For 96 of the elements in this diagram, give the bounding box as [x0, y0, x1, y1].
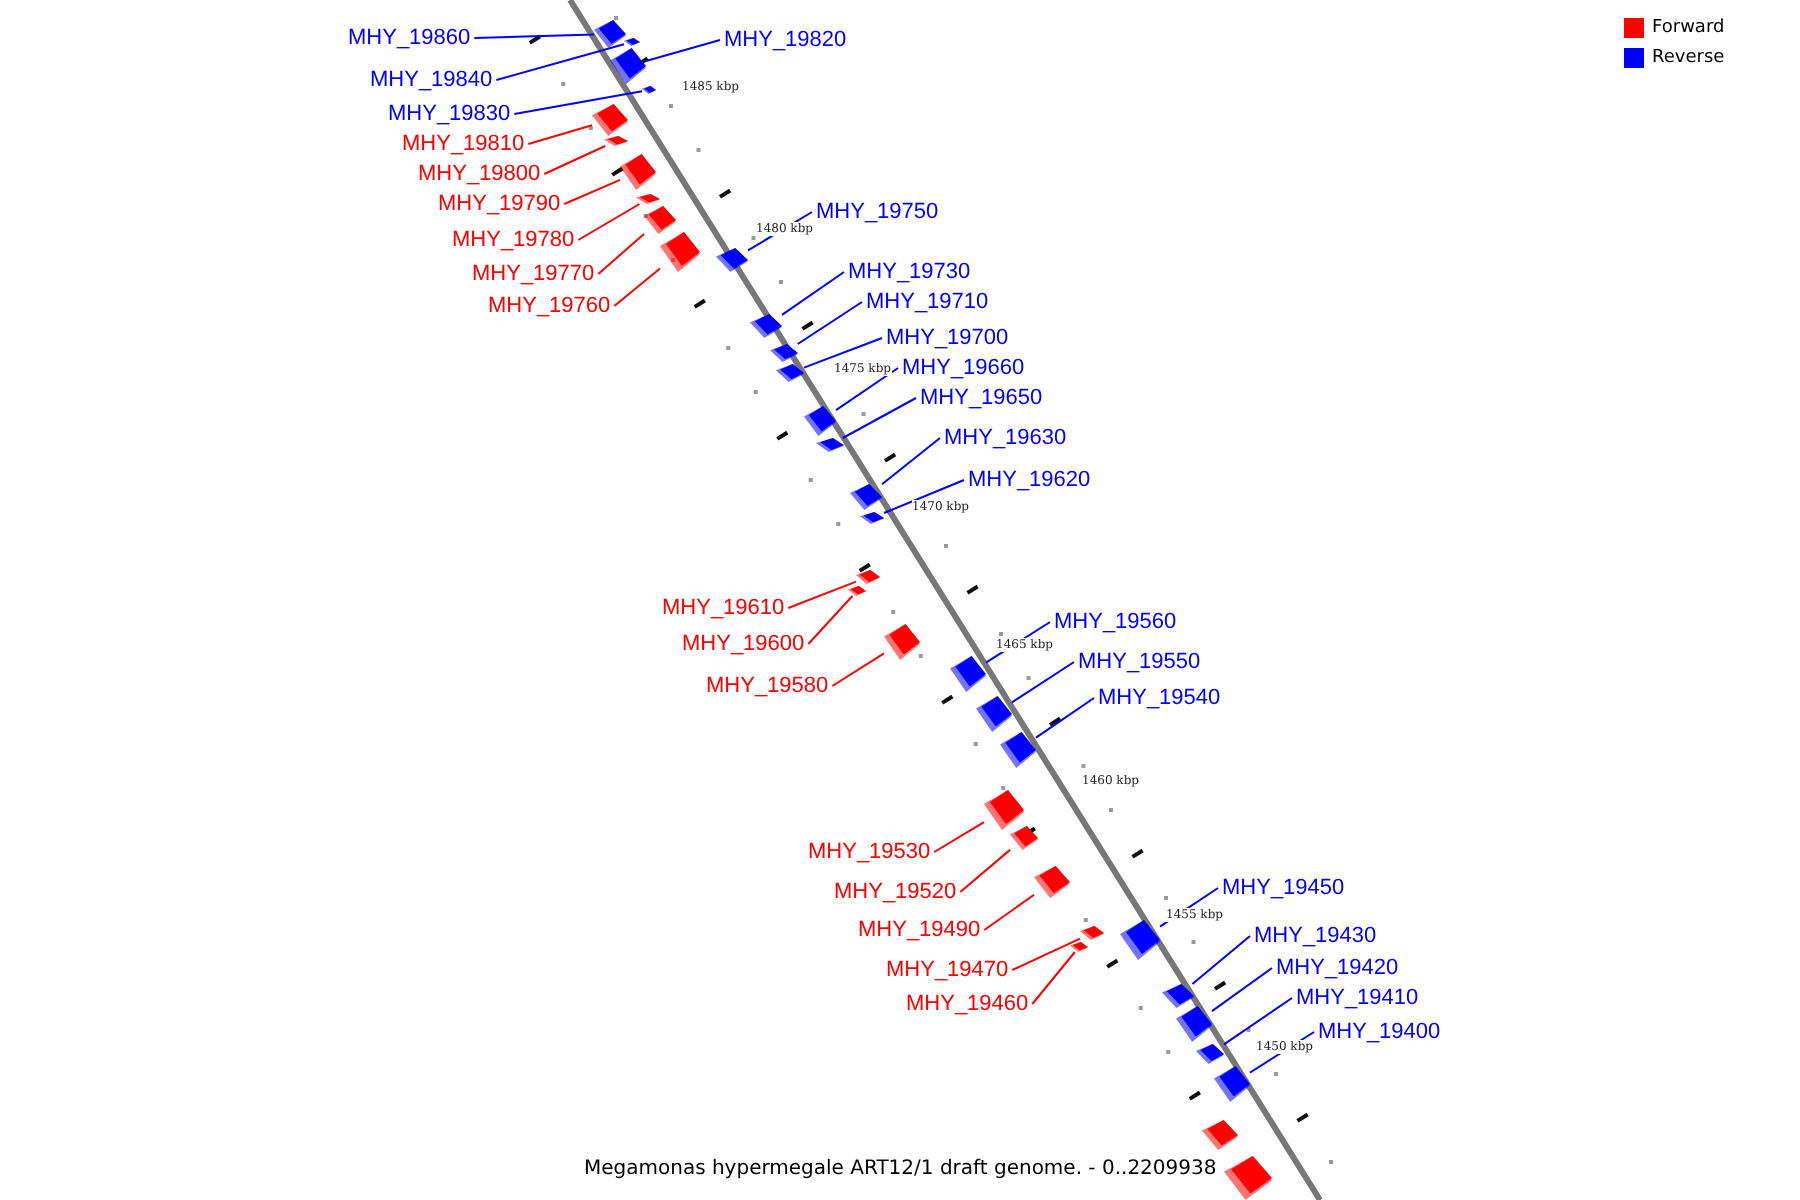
gene-block — [816, 438, 844, 452]
gene-label: MHY_19630 — [944, 424, 1067, 452]
gene-label: MHY_19430 — [1254, 922, 1377, 950]
gene-block — [604, 136, 628, 146]
leader-line — [1011, 937, 1081, 971]
gene-block — [750, 314, 782, 338]
leader-line — [787, 580, 857, 609]
leader-line — [527, 124, 593, 145]
legend-label: Forward — [1652, 16, 1725, 40]
leader-line — [781, 271, 845, 316]
gene-block — [642, 86, 656, 94]
leader-line — [835, 367, 899, 412]
gene-label: MHY_19460 — [906, 990, 1029, 1018]
gene-block — [1214, 1066, 1250, 1102]
gene-label: MHY_19550 — [1078, 648, 1201, 676]
leader-line — [495, 43, 625, 81]
gene-label: MHY_19840 — [370, 66, 493, 94]
gene-label: MHY_19600 — [682, 630, 805, 658]
gene-label: MHY_19790 — [438, 190, 561, 218]
gene-label: MHY_19700 — [886, 324, 1009, 352]
gene-label: MHY_19400 — [1318, 1018, 1441, 1046]
gene-block — [1034, 866, 1070, 898]
gene-label: MHY_19650 — [920, 384, 1043, 412]
caption: Megamonas hypermegale ART12/1 draft genome. - 0..2209938 — [584, 1156, 1217, 1184]
gene-label: MHY_19420 — [1276, 954, 1399, 982]
gene-block — [950, 656, 986, 692]
gene-block — [1070, 942, 1088, 952]
leader-line — [563, 178, 621, 205]
gene-block — [848, 586, 866, 596]
leader-line — [1035, 697, 1095, 739]
gene-block — [620, 154, 656, 190]
gene-label: MHY_19530 — [808, 838, 931, 866]
gene-label: MHY_19730 — [848, 258, 971, 286]
leader-line — [831, 652, 885, 687]
gene-label: MHY_19800 — [418, 160, 541, 188]
leader-line — [881, 437, 941, 486]
legend-label: Reverse — [1652, 46, 1725, 70]
gene-block — [1162, 984, 1194, 1008]
leader-line — [543, 145, 607, 175]
gene-block — [1120, 920, 1160, 960]
gene-block — [976, 696, 1012, 732]
leader-line — [1031, 951, 1076, 1005]
gene-label: MHY_19760 — [488, 292, 611, 320]
gene-block — [1010, 826, 1038, 850]
gene-block — [716, 248, 748, 272]
leader-line — [883, 479, 965, 515]
gene-label: MHY_19580 — [706, 672, 829, 700]
gene-block — [1202, 1120, 1238, 1150]
gene-label: MHY_19770 — [472, 260, 595, 288]
gene-label: MHY_19660 — [902, 354, 1025, 382]
leader-line — [613, 267, 661, 307]
gene-label: MHY_19560 — [1054, 608, 1177, 636]
gene-block — [624, 38, 640, 46]
gene-label: MHY_19830 — [388, 100, 511, 128]
leader-line — [645, 39, 721, 62]
leader-line — [959, 848, 1011, 893]
gene-block — [1196, 1044, 1224, 1064]
leader-line — [597, 233, 645, 275]
gene-label: MHY_19710 — [866, 288, 989, 316]
gene-block — [860, 512, 884, 524]
gene-label: MHY_19750 — [816, 198, 939, 226]
gene-block — [610, 48, 646, 84]
leader-line — [796, 301, 863, 345]
leader-line — [513, 90, 643, 115]
leader-line — [1211, 967, 1273, 1013]
gene-label: MHY_19470 — [886, 956, 1009, 984]
gene-label: MHY_19410 — [1296, 984, 1419, 1012]
gene-label: MHY_19780 — [452, 226, 575, 254]
leader-line — [983, 893, 1035, 931]
gene-label: MHY_19520 — [834, 878, 957, 906]
gene-block — [984, 790, 1024, 830]
leader-line — [1191, 935, 1251, 985]
gene-block — [776, 364, 804, 382]
gene-block — [770, 344, 798, 362]
gene-label: MHY_19610 — [662, 594, 785, 622]
gene-label: MHY_19490 — [858, 916, 981, 944]
gene-block — [636, 194, 660, 204]
gene-label: MHY_19540 — [1098, 684, 1221, 712]
gene-block — [1000, 732, 1036, 768]
leader-line — [1223, 997, 1293, 1046]
gene-label: MHY_19860 — [348, 24, 471, 52]
gene-block — [660, 232, 700, 272]
leader-line — [473, 33, 595, 39]
gene-label: MHY_19450 — [1222, 874, 1345, 902]
leader-line — [803, 337, 883, 369]
gene-label: MHY_19810 — [402, 130, 525, 158]
leader-line — [841, 397, 917, 439]
leader-line — [577, 203, 641, 241]
gene-block — [884, 624, 920, 660]
leader-line — [1011, 661, 1075, 704]
gene-block — [594, 20, 626, 48]
leader-line — [933, 821, 985, 853]
gene-block — [1224, 1156, 1272, 1200]
gene-label: MHY_19820 — [724, 26, 847, 54]
leader-line — [807, 595, 854, 645]
gene-label: MHY_19620 — [968, 466, 1091, 494]
